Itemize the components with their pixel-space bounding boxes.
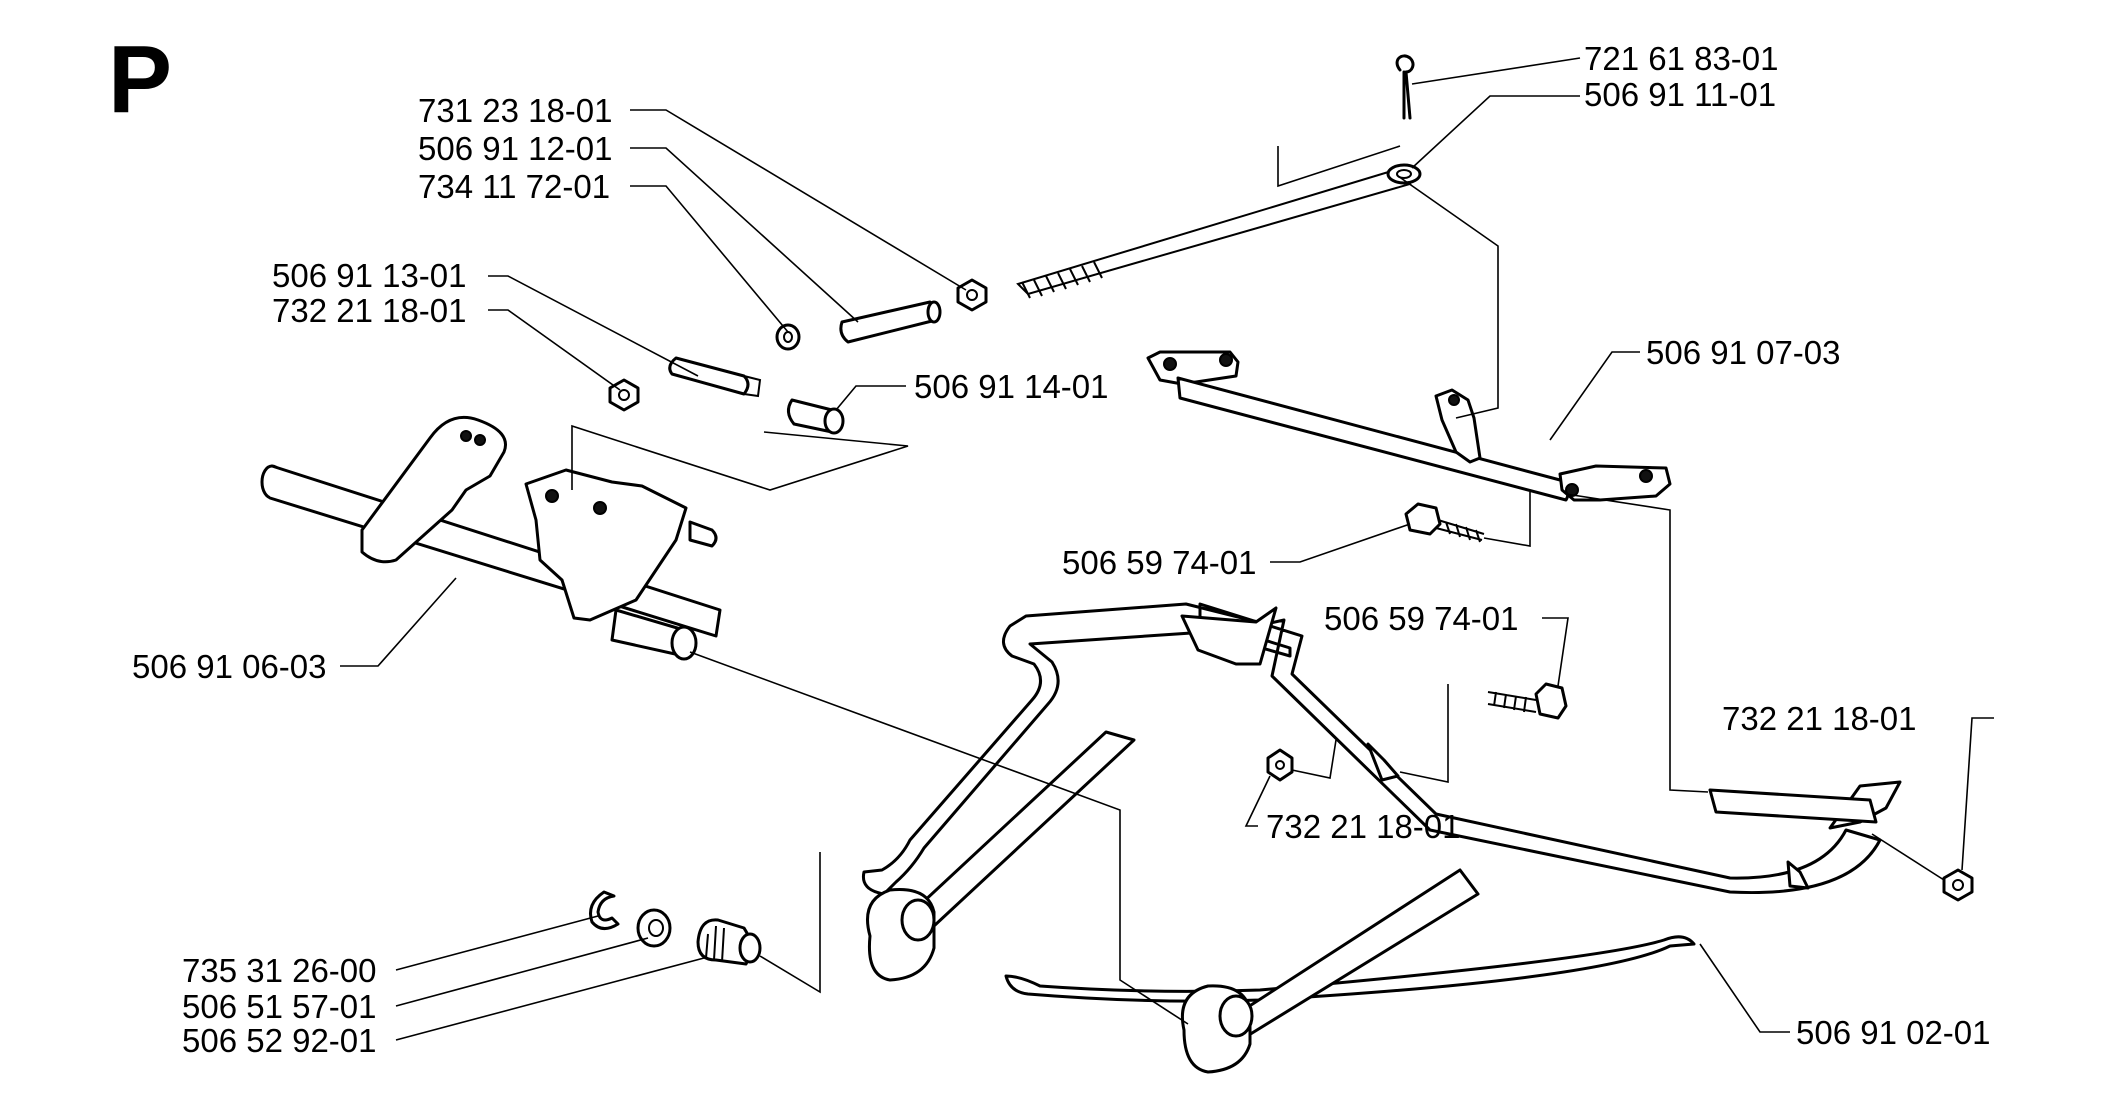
center-nut [1266,748,1294,782]
part-labels: 721 61 83-01 506 91 11-01 731 23 18-01 5… [132,40,1991,1059]
leader-lines [340,57,1994,1041]
label-bolt-lower: 506 59 74-01 [1324,600,1519,637]
bolt-upper-part [1404,502,1485,543]
cotter-pin [1395,54,1415,120]
bracket-shaft-part [1146,350,1672,502]
retaining-ring-part [589,890,620,930]
bushing-part [787,398,845,435]
label-bolt-upper: 506 59 74-01 [1062,544,1257,581]
small-washer [775,323,801,351]
left-swing-arm [866,730,1136,982]
control-rod [1016,163,1422,299]
label-axle-shaft: 506 91 06-03 [132,648,327,685]
sleeve-part [839,300,942,344]
label-right-nut: 732 21 18-01 [1722,700,1917,737]
bolt-lower-part [1487,682,1568,720]
label-left-nut: 732 21 18-01 [272,292,467,329]
right-nut [1942,868,1974,902]
label-center-nut: 732 21 18-01 [1266,808,1461,845]
label-frame: 506 91 02-01 [1796,1014,1991,1051]
bearing-part [696,918,762,966]
label-front-washer: 506 51 57-01 [182,988,377,1025]
label-bearing: 506 52 92-01 [182,1022,377,1059]
axle-shaft-part [260,415,722,661]
label-rod-end: 506 91 11-01 [1584,76,1776,113]
left-nut [608,378,640,412]
label-sleeve: 506 91 12-01 [418,130,613,167]
label-bracket-shaft: 506 91 07-03 [1646,334,1841,371]
rod-nut [956,278,988,312]
label-small-washer: 734 11 72-01 [418,168,610,205]
pin-part [668,356,762,398]
label-retaining-ring: 735 31 26-00 [182,952,377,989]
label-pin: 506 91 13-01 [272,257,467,294]
front-washer-part [636,908,672,948]
label-cotter-pin: 721 61 83-01 [1584,40,1779,77]
label-bushing: 506 91 14-01 [914,368,1109,405]
section-letter: P [108,26,172,133]
label-rod-nut: 731 23 18-01 [418,92,613,129]
frame-part [861,602,1902,1003]
right-swing-arm [1181,868,1480,1074]
